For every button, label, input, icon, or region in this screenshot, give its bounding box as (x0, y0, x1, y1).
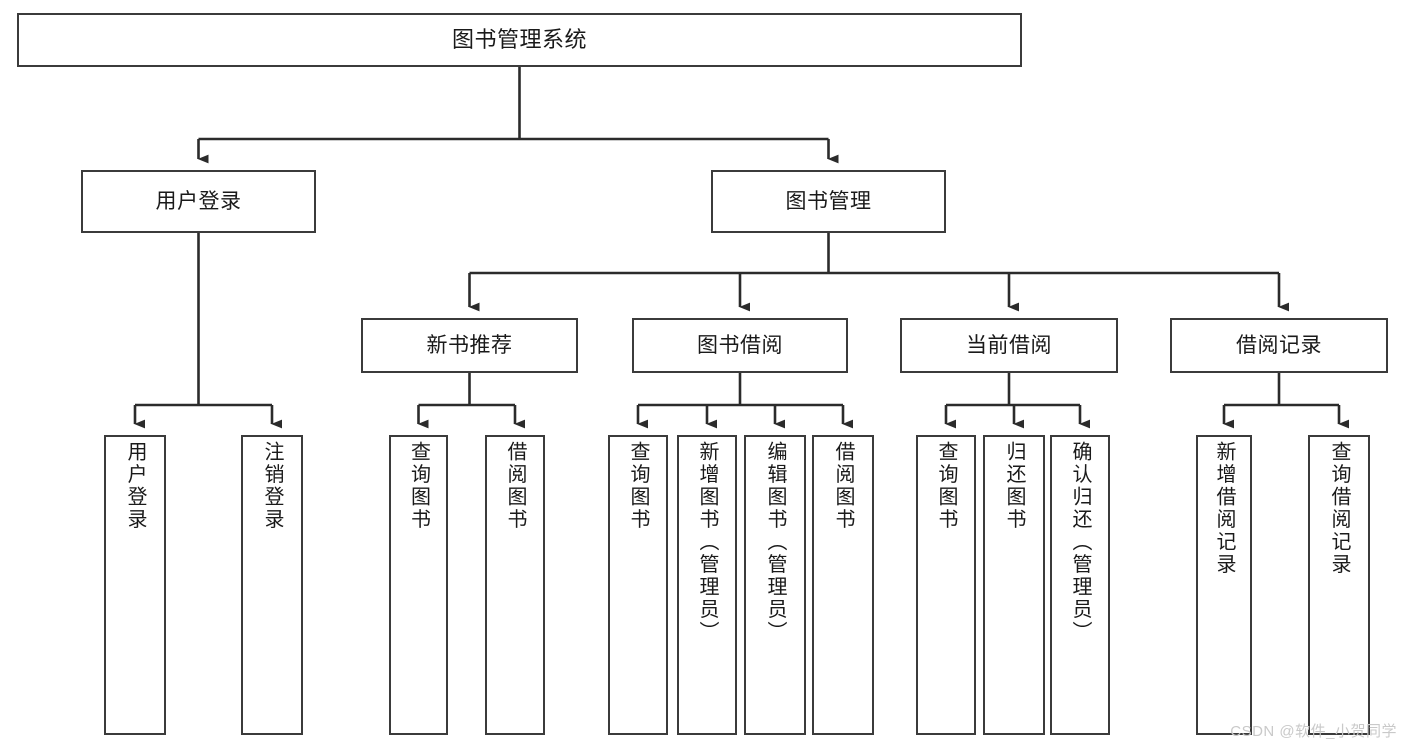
node-label-leaf-borrow-query-book: 查询图书 (627, 441, 649, 531)
node-label-current-borrow: 当前借阅 (966, 333, 1052, 357)
node-current-borrow[interactable]: 当前借阅 (900, 318, 1118, 373)
node-label-book-borrow: 图书借阅 (697, 333, 783, 357)
node-label-leaf-user-login: 用户登录 (124, 441, 146, 531)
node-root[interactable]: 图书管理系统 (17, 13, 1022, 67)
node-user-login[interactable]: 用户登录 (81, 170, 316, 233)
node-leaf-user-login[interactable]: 用户登录 (104, 435, 166, 735)
node-leaf-user-logout[interactable]: 注销登录 (241, 435, 303, 735)
node-leaf-borrow-edit-book[interactable]: 编辑图书（管理员） (744, 435, 806, 735)
node-label-root: 图书管理系统 (451, 26, 587, 52)
node-leaf-cur-return-book[interactable]: 归还图书 (983, 435, 1045, 735)
node-label-leaf-rec-add-record: 新增借阅记录 (1213, 441, 1235, 576)
node-label-borrow-record: 借阅记录 (1236, 333, 1322, 357)
node-leaf-borrow-add-book[interactable]: 新增图书（管理员） (677, 435, 737, 735)
node-leaf-borrow-query-book[interactable]: 查询图书 (608, 435, 668, 735)
node-leaf-rec-query-book[interactable]: 查询图书 (389, 435, 448, 735)
node-label-leaf-rec-borrow-book: 借阅图书 (504, 441, 526, 531)
node-label-leaf-cur-query-book: 查询图书 (935, 441, 957, 531)
node-label-leaf-user-logout: 注销登录 (261, 441, 283, 531)
node-book-manage[interactable]: 图书管理 (711, 170, 946, 233)
node-label-new-book-recommend: 新书推荐 (426, 333, 513, 357)
node-leaf-cur-confirm-return[interactable]: 确认归还（管理员） (1050, 435, 1110, 735)
node-label-leaf-cur-confirm-return: 确认归还（管理员） (1069, 441, 1091, 644)
node-book-borrow[interactable]: 图书借阅 (632, 318, 848, 373)
node-label-leaf-borrow-lend-book: 借阅图书 (832, 441, 854, 531)
node-borrow-record[interactable]: 借阅记录 (1170, 318, 1388, 373)
node-leaf-borrow-lend-book[interactable]: 借阅图书 (812, 435, 874, 735)
node-label-book-manage: 图书管理 (785, 189, 872, 213)
node-new-book-recommend[interactable]: 新书推荐 (361, 318, 578, 373)
watermark-text: CSDN @软件_小贺同学 (1230, 723, 1397, 740)
node-leaf-rec-borrow-book[interactable]: 借阅图书 (485, 435, 545, 735)
node-label-leaf-cur-return-book: 归还图书 (1003, 441, 1025, 531)
node-label-leaf-rec-query-book: 查询图书 (407, 441, 430, 531)
node-label-leaf-borrow-edit-book: 编辑图书（管理员） (764, 441, 786, 644)
node-leaf-rec-add-record[interactable]: 新增借阅记录 (1196, 435, 1252, 735)
node-label-leaf-rec-query-record: 查询借阅记录 (1328, 441, 1350, 576)
node-leaf-cur-query-book[interactable]: 查询图书 (916, 435, 976, 735)
node-label-leaf-borrow-add-book: 新增图书（管理员） (696, 441, 718, 644)
node-leaf-rec-query-record[interactable]: 查询借阅记录 (1308, 435, 1370, 735)
node-label-user-login: 用户登录 (155, 189, 242, 213)
